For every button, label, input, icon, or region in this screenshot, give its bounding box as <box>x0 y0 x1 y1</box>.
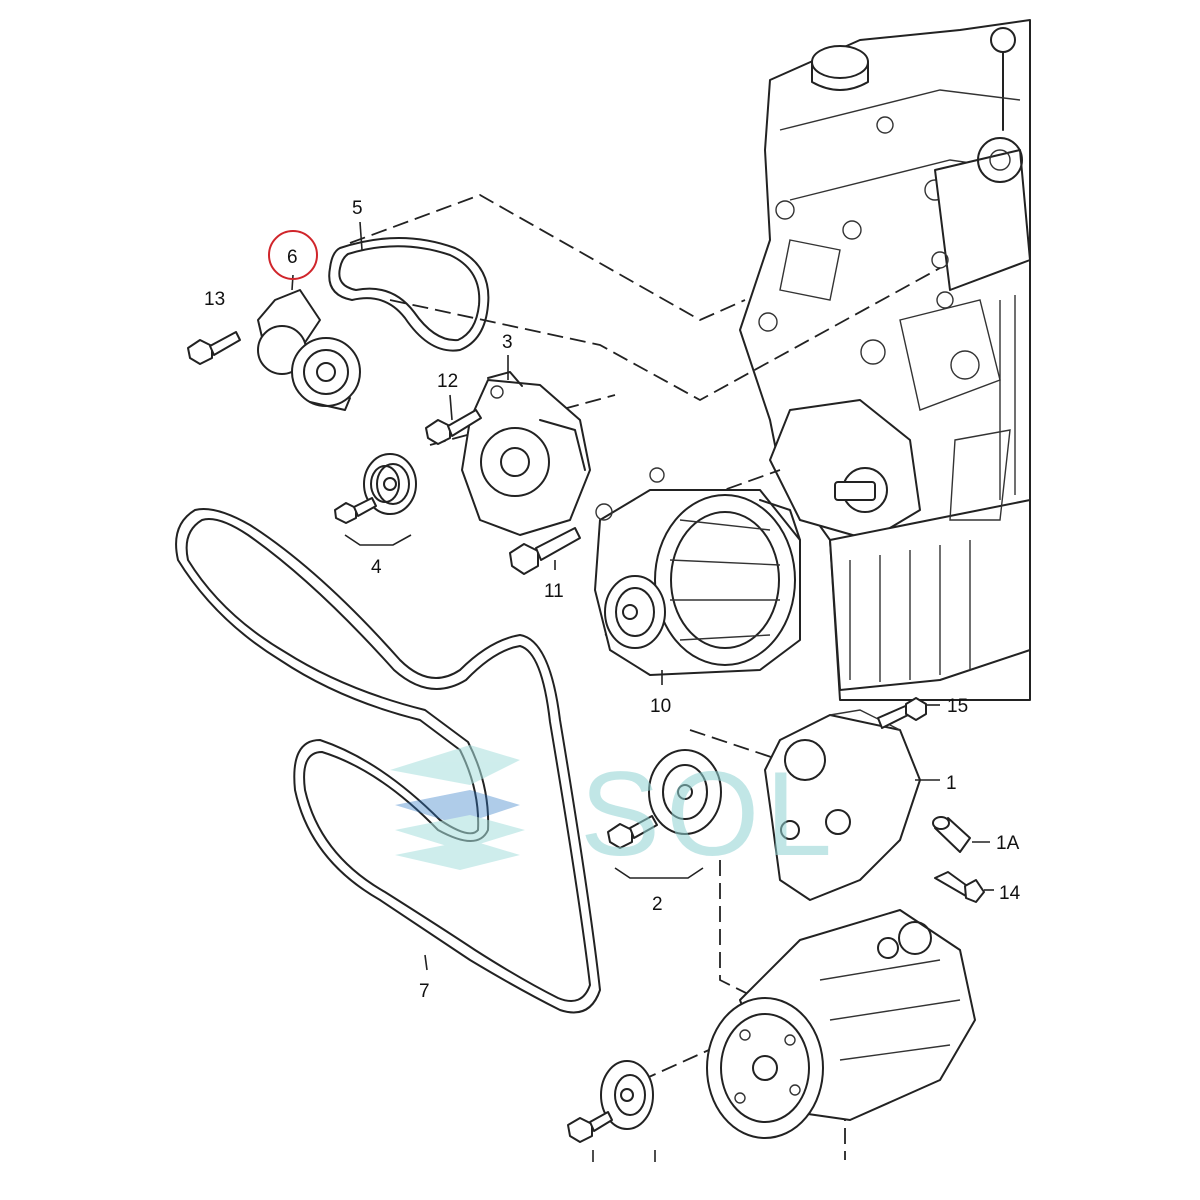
label-4: 4 <box>371 557 382 578</box>
part-1-bracket <box>764 709 921 901</box>
part-2-idler-pulley <box>607 749 722 879</box>
label-7: 7 <box>419 981 430 1002</box>
part-6-tensioner <box>257 289 361 411</box>
label-13: 13 <box>204 289 225 310</box>
label-3: 3 <box>502 332 513 353</box>
label-1: 1 <box>946 773 957 794</box>
ac-compressor <box>706 909 976 1139</box>
label-6: 6 <box>287 247 298 268</box>
part-3-tensioner-assembly <box>461 371 591 536</box>
label-11: 11 <box>544 581 564 602</box>
label-2: 2 <box>652 894 663 915</box>
label-10: 10 <box>650 696 671 717</box>
part-7-large-belt <box>175 508 601 1014</box>
label-12: 12 <box>437 371 458 392</box>
part-5-small-belt <box>328 237 490 352</box>
part-10-alternator <box>594 467 801 676</box>
bottom-idler-pulley <box>567 1060 656 1162</box>
label-5: 5 <box>352 198 363 219</box>
part-1a-sleeve <box>932 816 971 853</box>
engine-block <box>739 19 1031 701</box>
part-11-bolt <box>509 527 581 575</box>
part-4-idler-pulley <box>334 453 417 546</box>
part-15-bolt <box>877 697 927 729</box>
part-12-bolt <box>425 409 482 445</box>
leader-lines <box>291 221 994 971</box>
watermark-text: SOL <box>580 747 838 881</box>
part-13-bolt <box>187 331 241 365</box>
label-15: 15 <box>947 696 968 717</box>
highlight-circle <box>268 230 318 280</box>
label-1a: 1A <box>996 833 1020 854</box>
label-14: 14 <box>999 883 1021 904</box>
part-14-bolt <box>934 871 985 903</box>
watermark-logo: SOL <box>390 745 838 881</box>
